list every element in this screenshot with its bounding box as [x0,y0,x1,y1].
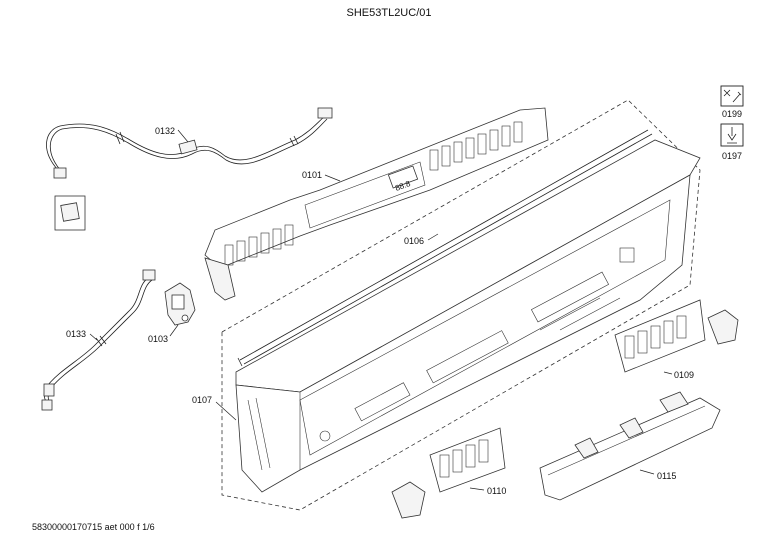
tool-icon-0199: 0199 [720,85,744,119]
callout-0115: 0115 [657,471,676,481]
tool-icon-0197: 0197 [720,123,744,161]
callout-0106: 0106 [404,236,424,246]
icon-label-0197: 0197 [722,151,742,161]
callout-0101: 0101 [302,170,322,180]
part-0133-harness [41,269,156,411]
assembly-outline [221,99,701,511]
callout-0133: 0133 [66,329,86,339]
part-0109-button-insert [614,299,739,373]
callout-0110: 0110 [487,486,506,496]
part-0115-handle-cover [539,391,721,501]
part-0110-button-insert [391,427,506,519]
callout-0109: 0109 [674,370,694,380]
part-0107-control-panel [235,139,701,493]
part-0101-control-board: 88:8 [204,107,549,301]
callout-0132: 0132 [155,126,175,136]
part-0106-trim-strip [237,129,653,367]
document-code: 58300000170715 aet 000 f 1/6 [32,522,155,532]
icon-label-0199: 0199 [722,109,742,119]
part-0103-switch [164,282,196,326]
model-title: SHE53TL2UC/01 [347,7,432,19]
wrench-screw-icon [720,85,744,107]
callout-0107: 0107 [192,395,212,405]
callout-0103: 0103 [148,334,168,344]
part-0132-harness [46,107,333,231]
